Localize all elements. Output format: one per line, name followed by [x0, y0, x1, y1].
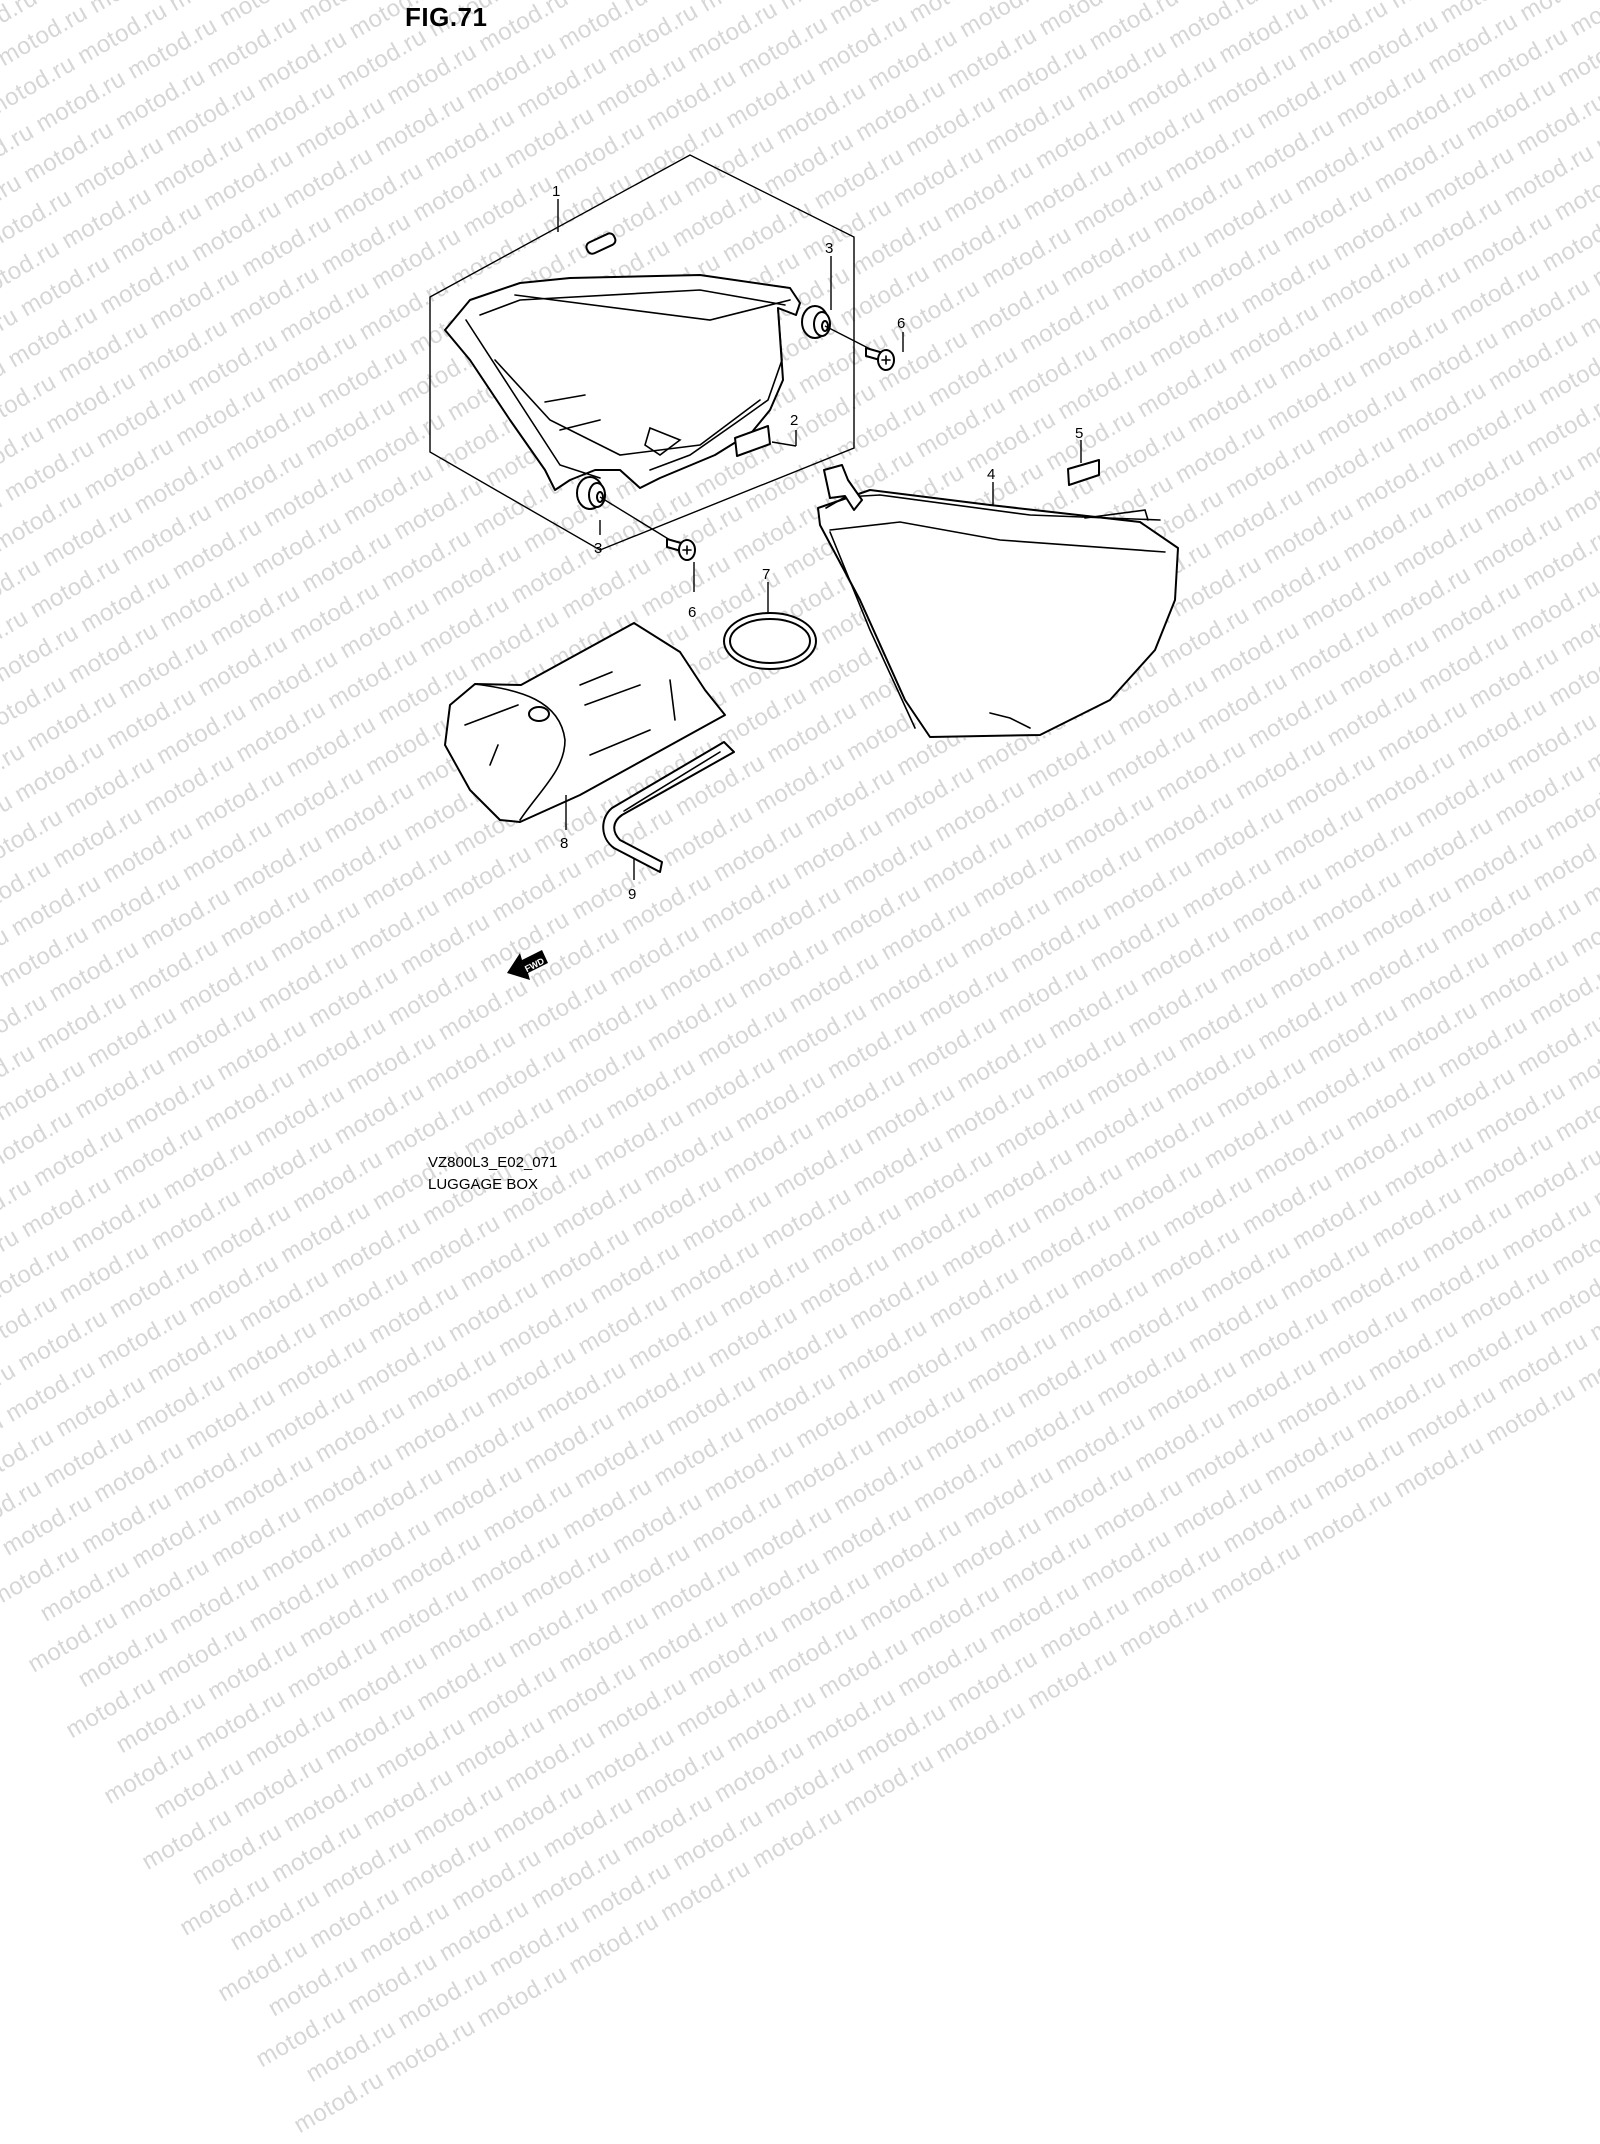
callout-3-upper: 3 [825, 240, 833, 257]
screw-lower-part[interactable] [666, 538, 696, 561]
callouts: 1 2 3 3 4 5 6 6 7 8 9 [552, 183, 1083, 903]
o-ring-part[interactable] [723, 612, 817, 670]
callout-5: 5 [1075, 425, 1083, 442]
figure-title: FIG.71 [405, 2, 488, 32]
forward-direction-arrow: FWD [507, 950, 548, 980]
hex-wrench-part[interactable] [602, 741, 735, 873]
side-cover-part[interactable] [817, 464, 1179, 738]
small-label-part[interactable] [1067, 459, 1100, 486]
callout-9: 9 [628, 886, 636, 903]
figure-code: VZ800L3_E02_071 [428, 1154, 558, 1171]
callout-8: 8 [560, 835, 568, 852]
tool-bag-part[interactable] [444, 622, 726, 823]
label-plate-part[interactable] [734, 425, 771, 457]
exploded-parts-diagram: 1 2 3 3 4 5 6 6 7 8 9 FWD [429, 154, 1179, 980]
callout-6-upper: 6 [897, 315, 905, 332]
callout-6-lower: 6 [688, 604, 696, 621]
figure-name: LUGGAGE BOX [428, 1176, 539, 1193]
callout-7: 7 [762, 566, 770, 583]
grommet-upper-part[interactable] [801, 305, 831, 339]
callout-4: 4 [987, 466, 995, 483]
assembly-group-outline [429, 154, 855, 551]
luggage-box-part[interactable] [444, 232, 801, 491]
grommet-lower-part[interactable] [576, 476, 606, 510]
callout-1: 1 [552, 183, 560, 200]
callout-2: 2 [790, 412, 798, 429]
callout-3-lower: 3 [594, 540, 602, 557]
screw-upper-part[interactable] [865, 347, 895, 371]
